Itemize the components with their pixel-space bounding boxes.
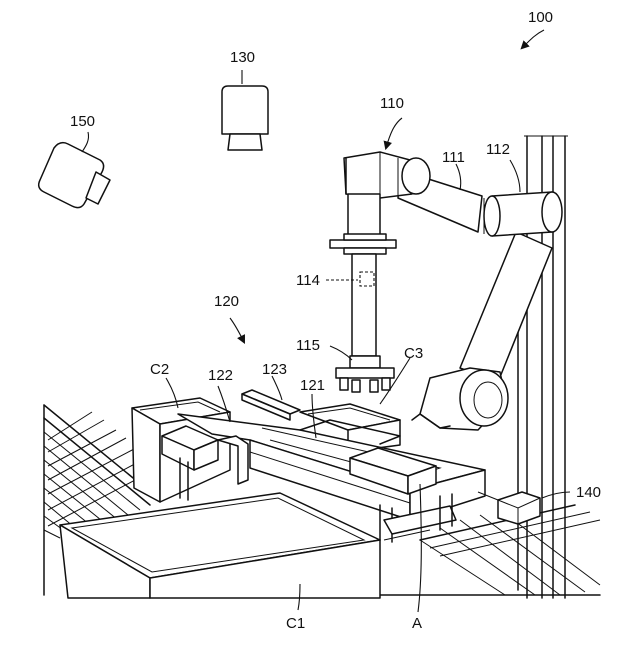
label-130: 130	[230, 49, 255, 66]
camera-top	[222, 86, 268, 150]
label-115: 115	[296, 337, 320, 354]
label-140: 140	[576, 484, 601, 501]
label-120: 120	[214, 293, 239, 310]
arrow-120	[230, 318, 244, 342]
label-112: 112	[486, 141, 510, 158]
label-a: A	[412, 615, 422, 632]
label-c2: C2	[150, 361, 169, 378]
label-c1: C1	[286, 615, 305, 632]
guide-rail	[242, 390, 300, 420]
camera-left	[39, 143, 110, 208]
arrow-100	[522, 30, 544, 48]
label-150: 150	[70, 113, 95, 130]
arrow-110	[386, 118, 402, 148]
container-c1	[60, 493, 380, 598]
label-110: 110	[380, 95, 404, 112]
label-121: 121	[300, 377, 325, 394]
label-122: 122	[208, 367, 233, 384]
label-111: 111	[442, 149, 465, 166]
label-123: 123	[262, 361, 287, 378]
label-100: 100	[528, 9, 553, 26]
label-c3: C3	[404, 345, 423, 362]
sensor-side	[478, 492, 540, 524]
label-114: 114	[296, 272, 320, 289]
